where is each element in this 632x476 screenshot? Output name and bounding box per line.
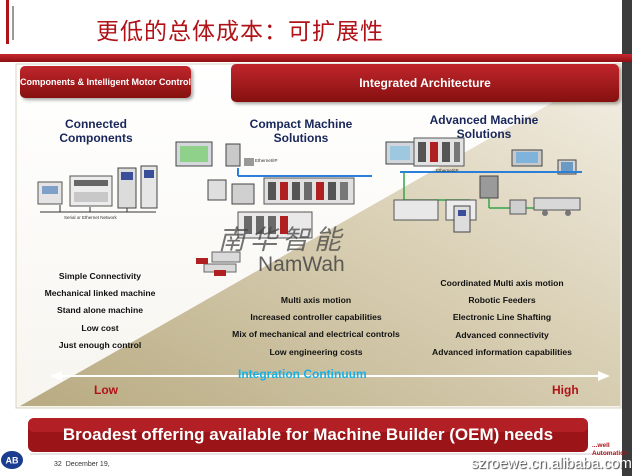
list-item: Robotic Feeders xyxy=(468,295,536,306)
slide-footer: 32 December 19, xyxy=(54,461,110,468)
compact-machine-image xyxy=(175,141,372,276)
watermark-english: NamWah xyxy=(258,253,345,276)
list-item: Just enough control xyxy=(58,339,142,350)
footer-date: December 19, xyxy=(65,461,110,468)
list-item: Simple Connectivity xyxy=(58,271,142,281)
advanced-machine-image xyxy=(385,137,582,233)
compact-network-caption: Ethernet/IP xyxy=(255,158,278,163)
advanced-features-list: Coordinated Multi axis motion Robotic Fe… xyxy=(420,275,584,361)
continuum-high-label: High xyxy=(552,383,579,397)
list-item: Low engineering costs xyxy=(269,346,363,357)
continuum-wedge xyxy=(20,64,620,406)
continuum-low-label: Low xyxy=(94,383,118,397)
list-item: Advanced connectivity xyxy=(455,329,549,340)
column-heading-advanced: Advanced Machine Solutions xyxy=(429,113,539,141)
column-heading-compact: Compact Machine Solutions xyxy=(249,117,353,145)
connected-network-caption: Serial or Ethernet Network xyxy=(64,215,117,220)
list-item: Mix of mechanical and electrical control… xyxy=(232,329,400,340)
components-header-pill: Components & Intelligent Motor Control xyxy=(20,66,191,98)
list-item: Increased controller capabilities xyxy=(250,312,382,323)
advanced-network-caption: Ethernet/IP xyxy=(436,168,459,173)
slide-number: 32 xyxy=(54,461,62,468)
watermark-chinese: 南华智能 xyxy=(218,225,346,256)
logo-text: AB xyxy=(6,456,19,466)
watermark-url: szroewe.cn.alibaba.com xyxy=(471,455,632,472)
rockwell-brand-text: ...well Automation xyxy=(592,442,629,457)
title-underline-bar xyxy=(0,54,632,62)
continuum-arrow xyxy=(50,371,610,381)
allen-bradley-logo-icon: AB xyxy=(1,451,23,469)
compact-features-list: Multi axis motion Increased controller c… xyxy=(224,292,408,361)
integration-continuum-label: Integration Continuum xyxy=(238,367,367,381)
slide-title: 更低的总体成本：可扩展性 xyxy=(96,19,384,45)
list-item: Electronic Line Shafting xyxy=(452,312,552,323)
list-item: Multi axis motion xyxy=(280,295,352,305)
list-item: Mechanical linked machine xyxy=(44,288,156,299)
list-item: Stand alone machine xyxy=(57,305,143,316)
connected-components-image xyxy=(37,165,158,213)
list-item: Advanced information capabilities xyxy=(432,346,572,357)
connected-features-list: Simple Connectivity Mechanical linked ma… xyxy=(30,268,170,354)
integrated-architecture-pill: Integrated Architecture xyxy=(231,64,619,102)
oem-banner: Broadest offering available for Machine … xyxy=(62,425,554,444)
title-decoration-icon xyxy=(6,0,14,44)
column-heading-connected: Connected Components xyxy=(59,117,133,145)
list-item: Low cost xyxy=(81,322,119,333)
list-item: Coordinated Multi axis motion xyxy=(440,278,564,288)
